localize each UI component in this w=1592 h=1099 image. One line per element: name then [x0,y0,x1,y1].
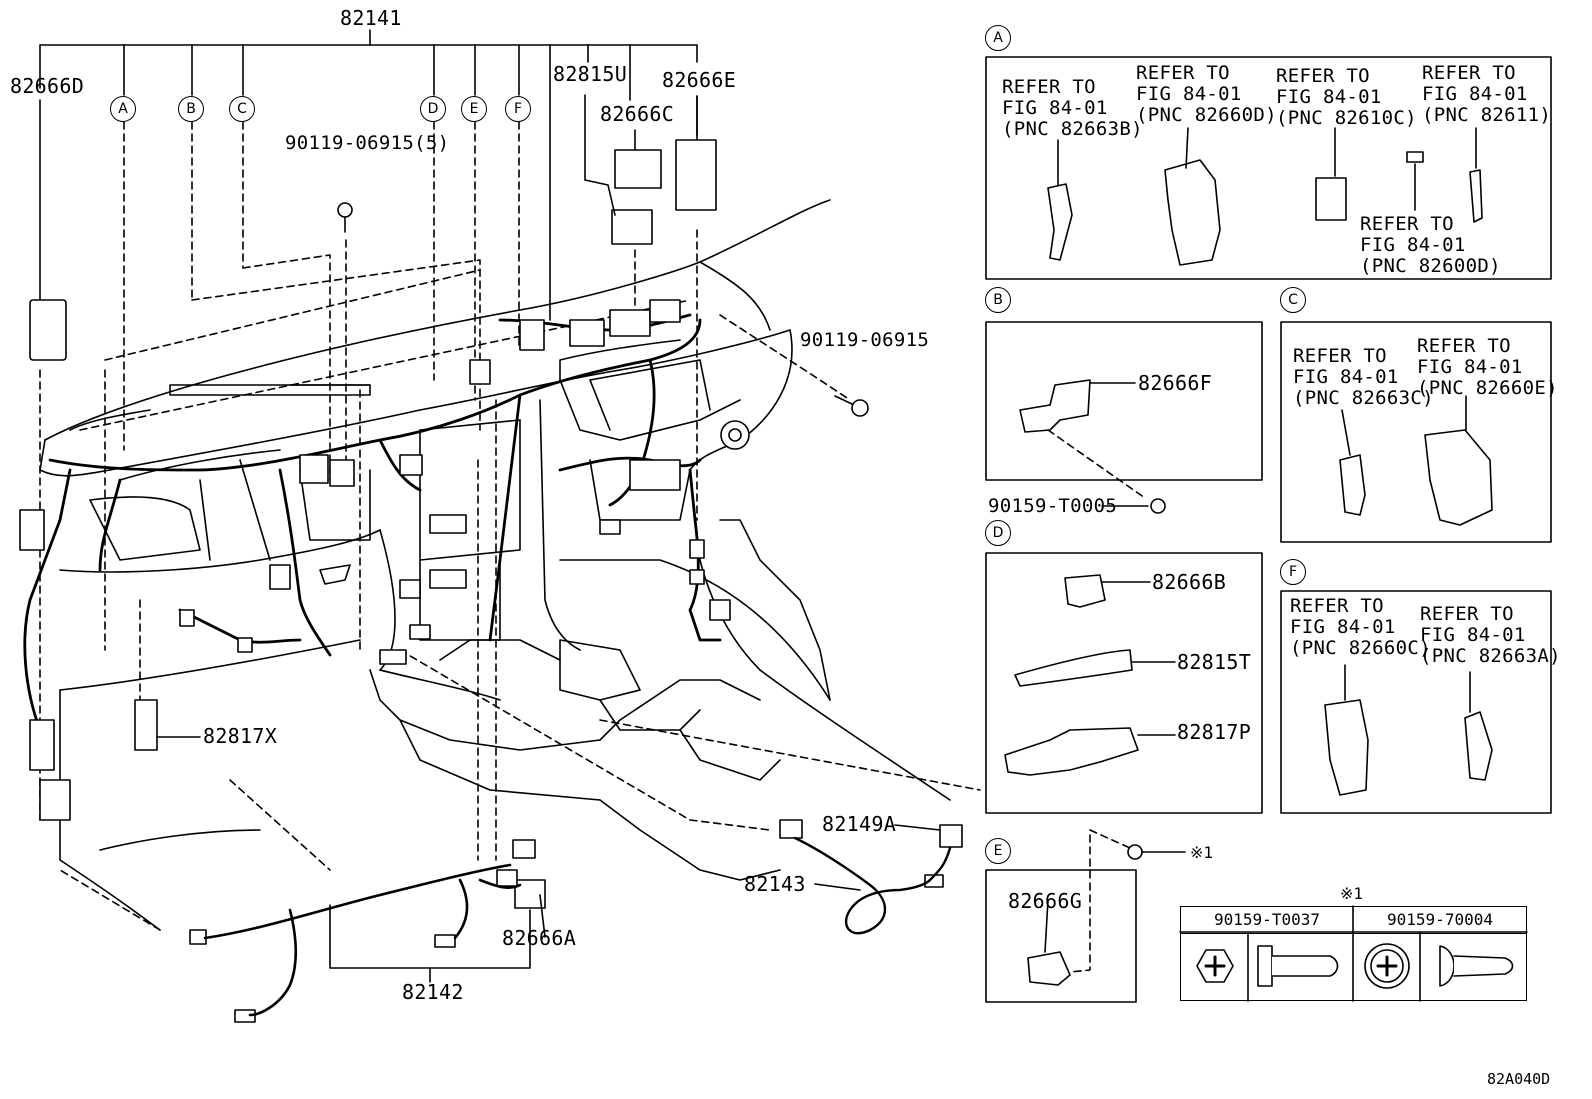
inset-E-part-82666G: 82666G [1008,889,1083,913]
circle-letter-D: D [420,96,446,122]
connector-82666A [514,879,546,909]
inset-A-frame [985,56,1552,280]
fastener-header-90159-70004: 90159-70004 [1354,907,1526,934]
inset-D-frame [985,552,1263,814]
inset-A-letter: A [985,25,1011,51]
part-82663B [1047,183,1073,261]
harness-82143 [793,836,952,935]
inset-D-leaders [1101,581,1176,736]
inset-A-ref-82611: REFER TO FIG 84-01 (PNC 82611) [1422,62,1552,126]
inset-D-part-82817P: 82817P [1177,720,1252,744]
connectors [19,139,963,1023]
inset-F-parts [1324,699,1493,796]
inset-B-parts [1019,379,1166,514]
inset-B-letter: B [985,287,1011,313]
inset-C-ref-82660E: REFER TO FIG 84-01 (PNC 82660E) [1417,335,1558,399]
inset-E-parts [1027,829,1186,986]
fastener-table-title: ※1 [1340,884,1364,903]
inset-F-letter: F [1280,559,1306,585]
inset-C-letter: C [1280,287,1306,313]
part-82660D [1164,159,1221,266]
fastener-header-90159-T0037: 90159-T0037 [1181,907,1353,934]
part-82610C [1315,177,1347,221]
inset-E-letter: E [985,838,1011,864]
inset-A-leaders [1057,127,1477,211]
inset-F-leaders [1344,664,1471,713]
inset-E-frame [985,869,1137,1003]
part-label-82666A: 82666A [502,926,577,950]
inset-D-parts [1004,574,1139,776]
connector-82666E [675,139,717,211]
part-label-82141: 82141 [340,6,402,30]
connector-82666C [614,149,662,189]
circle-letter-F: F [505,96,531,122]
inset-D-part-82666B: 82666B [1152,570,1227,594]
inset-A-ref-82660D: REFER TO FIG 84-01 (PNC 82660D) [1136,62,1277,126]
inset-B-frame [985,321,1263,481]
inset-C-parts [1339,429,1493,526]
part-82817P [1004,727,1139,776]
inset-A-ref-82610C: REFER TO FIG 84-01 (PNC 82610C) [1276,65,1417,129]
inset-C-ref-82663C: REFER TO FIG 84-01 (PNC 82663C) [1293,345,1434,409]
fastener-table: 90159-T0037 90159-70004 [1180,906,1527,1001]
inset-A-ref-82663B: REFER TO FIG 84-01 (PNC 82663B) [1002,76,1143,140]
part-82666G [1027,951,1071,986]
connector-82666D [29,299,67,361]
circle-letter-E: E [461,96,487,122]
inset-A-parts [1047,151,1483,266]
connector-82815U [611,209,653,245]
inset-frames [985,56,1552,1003]
part-82666B [1064,574,1106,608]
part-label-82817X: 82817X [203,724,278,748]
part-label-82149A: 82149A [822,812,897,836]
fastener-table-graphics [1179,905,1528,1002]
part-label-82142: 82142 [402,980,464,1004]
part-82663A [1464,711,1493,781]
inset-D-letter: D [985,520,1011,546]
part-label-82666E: 82666E [662,68,737,92]
part-82815T [1014,649,1133,687]
inset-D-part-82815T: 82815T [1177,650,1252,674]
part-82666F [1019,379,1091,433]
part-label-82143: 82143 [744,872,806,896]
inset-F-ref-82660C: REFER TO FIG 84-01 (PNC 82660C) [1290,595,1431,659]
floor-harness-82142 [203,863,522,1017]
part-label-82815U: 82815U [553,62,628,86]
part-label-bolt-90119-06915-5: 90119-06915(5) [285,132,450,154]
inset-F-frame [1280,590,1552,814]
inset-F-ref-82663A: REFER TO FIG 84-01 (PNC 82663A) [1420,603,1561,667]
inset-B-bolt-label: 90159-T0005 [988,495,1118,517]
figure-code: 82A040D [1487,1070,1551,1088]
dashboard-body [39,199,951,931]
inset-C-frame [1280,321,1552,543]
bolts-main [337,202,869,417]
inset-C-leaders [1341,395,1467,456]
part-82663C [1339,454,1366,516]
circle-letter-C: C [229,96,255,122]
part-82660E [1424,429,1493,526]
circle-letter-A: A [110,96,136,122]
dashed-guides [39,121,981,931]
part-label-bolt-90119-06915: 90119-06915 [800,329,930,351]
inset-E-note-mark: ※1 [1190,843,1214,862]
inset-B-part-label: 82666F [1138,371,1213,395]
leader-82142-bracket [329,904,531,969]
part-82660C [1324,699,1369,796]
part-label-82666D: 82666D [10,74,85,98]
circle-letter-B: B [178,96,204,122]
connector-82817X [134,699,158,751]
leaders [39,94,941,938]
inset-A-ref-82600D: REFER TO FIG 84-01 (PNC 82600D) [1360,213,1501,277]
part-82611 [1469,169,1483,223]
part-label-82666C: 82666C [600,102,675,126]
